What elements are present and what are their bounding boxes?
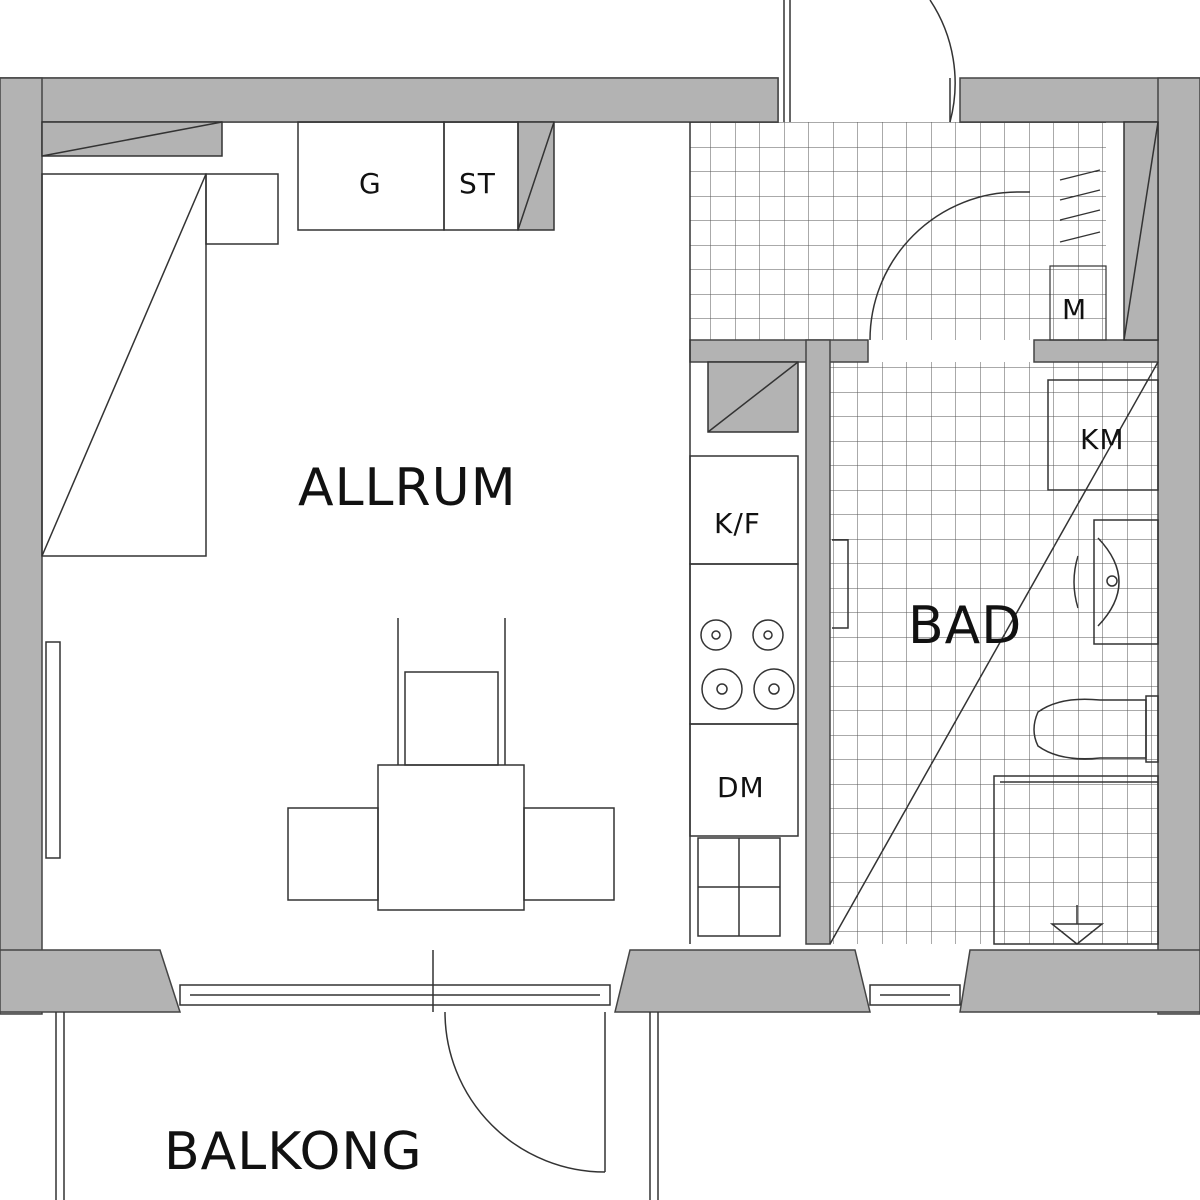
bath-fixtures [829,361,1159,945]
room-label-bad: BAD [908,596,1023,656]
entrance-door [783,0,956,123]
bed [41,173,279,557]
balcony [55,1011,659,1200]
kitchen-column [689,122,799,944]
room-label-balkong: BALKONG [164,1122,423,1182]
shoe-rack [1049,169,1107,341]
st-label: ST [459,167,496,200]
dm-label: DM [717,771,765,804]
m-label: M [1062,293,1088,326]
walls [0,77,1200,1015]
kf-label: K/F [714,507,761,540]
bath-door [869,191,1030,341]
counter-top [297,121,519,231]
stove-label: G [359,167,382,200]
radiator [45,641,61,859]
room-label-allrum: ALLRUM [298,458,517,518]
shafts [41,121,1159,433]
windows [179,950,961,1012]
dining-set [287,618,615,911]
km-label: KM [1080,423,1125,456]
